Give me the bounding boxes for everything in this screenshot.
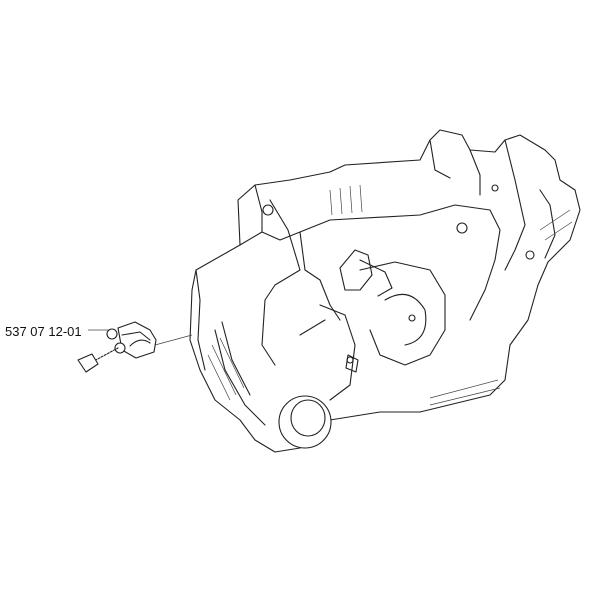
crankcase	[189, 129, 581, 453]
assembly-line	[154, 334, 193, 346]
part-number-label[interactable]: 537 07 12-01	[5, 324, 82, 339]
chain-tensioner[interactable]	[77, 321, 157, 373]
